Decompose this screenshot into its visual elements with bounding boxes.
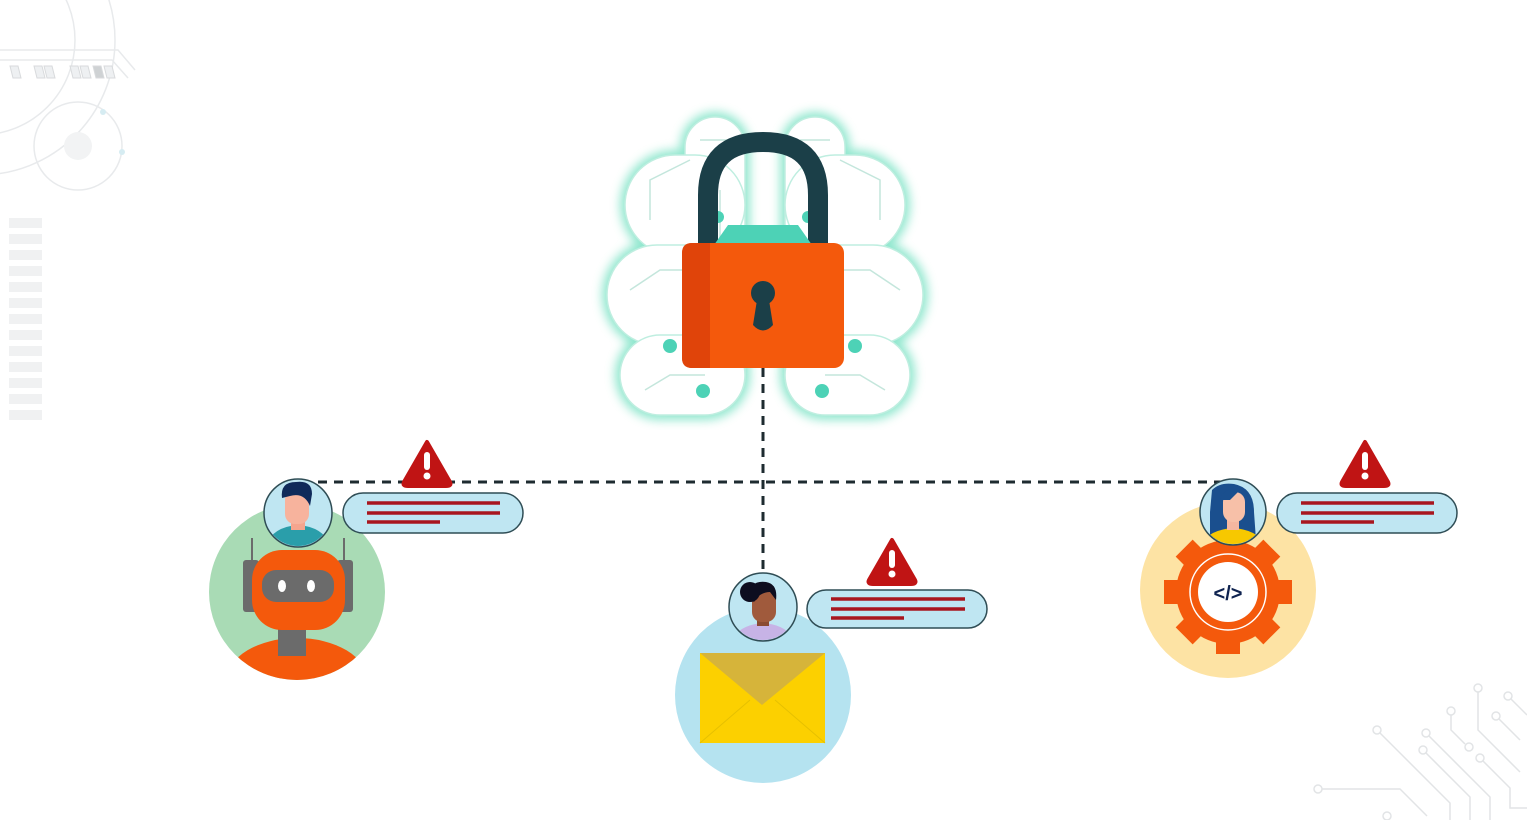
top-left-tick-marks xyxy=(9,65,116,79)
robot-icon xyxy=(227,538,367,680)
central-lock-brain xyxy=(602,112,928,420)
node-email xyxy=(670,530,1000,790)
message-bubble xyxy=(342,492,524,534)
woman-avatar xyxy=(1199,478,1267,546)
warning-icon xyxy=(866,538,918,586)
code-gear-icon xyxy=(1164,530,1292,654)
warning-icon xyxy=(1339,440,1391,488)
node-robot xyxy=(200,430,540,690)
top-left-circuit-decoration xyxy=(0,0,136,191)
code-glyph: </> xyxy=(1214,583,1243,605)
decor-dot xyxy=(64,132,92,160)
padlock-icon xyxy=(682,131,844,368)
keyhole-icon xyxy=(751,281,775,305)
bottom-right-circuit-decoration xyxy=(1313,683,1527,820)
man-avatar xyxy=(263,478,333,548)
message-bubble xyxy=(806,589,988,629)
envelope-icon xyxy=(699,653,826,744)
message-bubble xyxy=(1276,492,1458,534)
left-bar-stack xyxy=(9,218,42,420)
node-developer: </> xyxy=(1130,430,1470,690)
warning-icon xyxy=(401,440,453,488)
